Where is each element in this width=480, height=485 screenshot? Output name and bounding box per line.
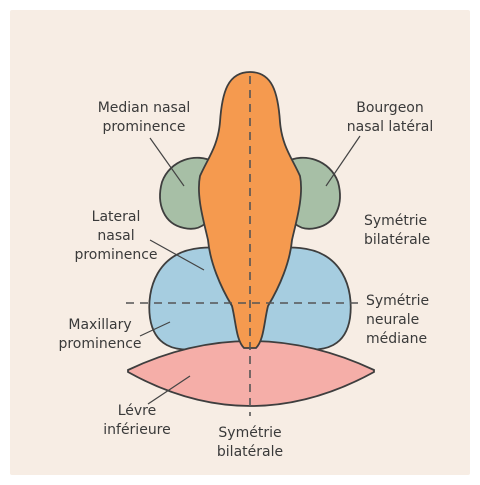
label-line: neurale — [366, 311, 466, 330]
label-median-nasal-prominence: Median nasal prominence — [82, 99, 206, 137]
label-line: Symétrie — [366, 292, 466, 311]
label-line: Lateral — [66, 208, 166, 227]
label-line: prominence — [82, 118, 206, 137]
label-line: nasal latéral — [330, 118, 450, 137]
label-symetrie-bilaterale-right: Symétrie bilatérale — [364, 212, 464, 250]
label-line: Maxillary — [50, 316, 150, 335]
label-line: inférieure — [92, 421, 182, 440]
label-lateral-nasal-prominence: Lateral nasal prominence — [66, 208, 166, 265]
leader-bourgeon-nasal — [326, 136, 360, 186]
label-line: bilatérale — [364, 231, 464, 250]
label-line: prominence — [66, 246, 166, 265]
label-line: Median nasal — [82, 99, 206, 118]
label-line: Lévre — [92, 402, 182, 421]
label-line: nasal — [66, 227, 166, 246]
label-line: Symétrie — [364, 212, 464, 231]
label-symetrie-neurale-mediane: Symétrie neurale médiane — [366, 292, 466, 349]
label-maxillary-prominence: Maxillary prominence — [50, 316, 150, 354]
lower-lip — [128, 341, 374, 406]
label-bourgeon-nasal-lateral: Bourgeon nasal latéral — [330, 99, 450, 137]
label-line: Bourgeon — [330, 99, 450, 118]
label-line: bilatérale — [200, 443, 300, 462]
label-line: Symétrie — [200, 424, 300, 443]
label-line: médiane — [366, 330, 466, 349]
label-levre-inferieure: Lévre inférieure — [92, 402, 182, 440]
label-symetrie-bilaterale-bottom: Symétrie bilatérale — [200, 424, 300, 462]
label-line: prominence — [50, 335, 150, 354]
